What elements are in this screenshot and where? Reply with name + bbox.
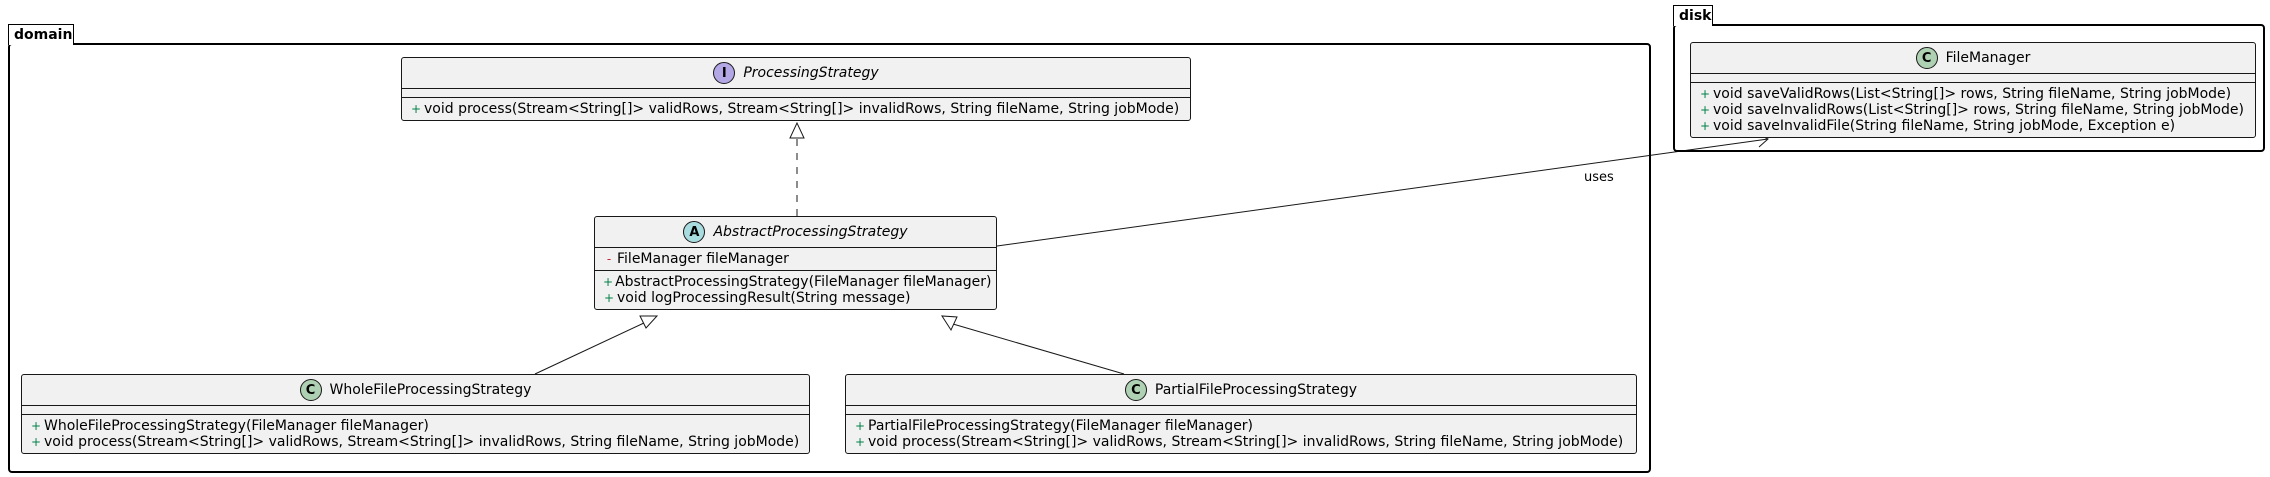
method: + void process(Stream<String[]> validRow… [854, 434, 1628, 450]
class-name: ProcessingStrategy [743, 65, 879, 81]
class-file-manager[interactable]: C FileManager + void saveValidRows(List<… [1690, 42, 2256, 138]
method: + void process(Stream<String[]> validRow… [410, 101, 1182, 117]
field-declaration: FileManager fileManager [617, 251, 789, 267]
class-header: C WholeFileProcessingStrategy [22, 375, 809, 406]
class-partial-file-processing-strategy[interactable]: C PartialFileProcessingStrategy + Partia… [845, 374, 1637, 454]
package-disk-name: disk [1679, 8, 1712, 24]
method: + WholeFileProcessingStrategy(FileManage… [30, 418, 801, 434]
method: + PartialFileProcessingStrategy(FileMana… [854, 418, 1628, 434]
method-signature: AbstractProcessingStrategy(FileManager f… [615, 274, 992, 290]
class-name: FileManager [1945, 50, 2031, 66]
fields-section: - FileManager fileManager [595, 248, 996, 271]
method-signature: WholeFileProcessingStrategy(FileManager … [44, 418, 429, 434]
class-name: WholeFileProcessingStrategy [329, 382, 532, 398]
association-edge-uses [996, 138, 1769, 247]
fields-section [1691, 74, 2255, 83]
method: + AbstractProcessingStrategy(FileManager… [603, 274, 992, 290]
method-signature: void saveInvalidFile(String fileName, St… [1713, 118, 2176, 134]
package-domain-tab: domain [8, 24, 74, 45]
methods-section: + void process(Stream<String[]> validRow… [402, 98, 1190, 120]
class-header: C PartialFileProcessingStrategy [846, 375, 1636, 406]
class-header: C FileManager [1691, 43, 2255, 74]
class-header: A AbstractProcessingStrategy [595, 217, 996, 248]
method-signature: void process(Stream<String[]> validRows,… [424, 101, 1180, 117]
method: + void saveInvalidRows(List<String[]> ro… [1699, 102, 2247, 118]
public-marker-icon: + [30, 419, 42, 433]
methods-section: + WholeFileProcessingStrategy(FileManage… [22, 415, 809, 453]
class-badge-icon: C [1915, 47, 1938, 69]
generalization-edge-whole [534, 321, 647, 375]
method: + void saveInvalidFile(String fileName, … [1699, 118, 2247, 134]
class-name: PartialFileProcessingStrategy [1154, 382, 1358, 398]
method-signature: void saveInvalidRows(List<String[]> rows… [1713, 102, 2244, 118]
public-marker-icon: + [1699, 119, 1711, 133]
package-disk [1673, 24, 2265, 152]
method: + void saveValidRows(List<String[]> rows… [1699, 86, 2247, 102]
method-signature: PartialFileProcessingStrategy(FileManage… [868, 418, 1254, 434]
public-marker-icon: + [1699, 103, 1711, 117]
method-signature: void saveValidRows(List<String[]> rows, … [1713, 86, 2232, 102]
public-marker-icon: + [30, 435, 42, 449]
public-marker-icon: + [603, 275, 614, 289]
class-processing-strategy[interactable]: I ProcessingStrategy + void process(Stre… [401, 57, 1191, 121]
method: + void process(Stream<String[]> validRow… [30, 434, 801, 450]
public-marker-icon: + [1699, 87, 1711, 101]
fields-section [402, 89, 1190, 98]
methods-section: + void saveValidRows(List<String[]> rows… [1691, 83, 2255, 137]
public-marker-icon: + [410, 102, 422, 116]
class-badge-icon: C [299, 379, 322, 401]
association-label-uses: uses [1584, 170, 1614, 185]
fields-section [22, 406, 809, 415]
public-marker-icon: + [854, 419, 866, 433]
public-marker-icon: + [854, 435, 866, 449]
method: + void logProcessingResult(String messag… [603, 290, 988, 306]
interface-badge-icon: I [713, 62, 736, 84]
methods-section: + AbstractProcessingStrategy(FileManager… [595, 271, 996, 309]
class-abstract-processing-strategy[interactable]: A AbstractProcessingStrategy - FileManag… [594, 216, 997, 310]
private-marker-icon: - [606, 252, 612, 266]
method-signature: void logProcessingResult(String message) [617, 290, 911, 306]
package-disk-tab: disk [1673, 5, 1713, 26]
class-whole-file-processing-strategy[interactable]: C WholeFileProcessingStrategy + WholeFil… [21, 374, 810, 454]
abstract-badge-icon: A [683, 221, 706, 243]
class-header: I ProcessingStrategy [402, 58, 1190, 89]
fields-section [846, 406, 1636, 415]
class-name: AbstractProcessingStrategy [713, 224, 908, 240]
generalization-edge-partial [952, 323, 1125, 375]
package-domain-name: domain [14, 27, 73, 43]
class-badge-icon: C [1124, 379, 1147, 401]
generalization-arrowhead-whole [639, 315, 659, 329]
public-marker-icon: + [603, 291, 615, 305]
generalization-arrowhead-partial [941, 315, 958, 332]
package-domain [8, 43, 1651, 473]
methods-section: + PartialFileProcessingStrategy(FileMana… [846, 415, 1636, 453]
realization-arrowhead [789, 121, 805, 139]
field: - FileManager fileManager [603, 251, 988, 267]
method-signature: void process(Stream<String[]> validRows,… [868, 434, 1624, 450]
method-signature: void process(Stream<String[]> validRows,… [44, 434, 800, 450]
